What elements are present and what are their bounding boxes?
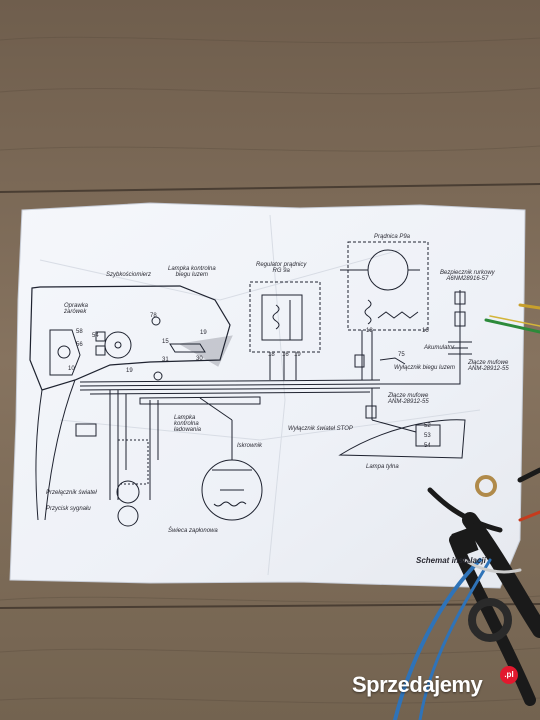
watermark-badge: .pl — [500, 666, 518, 684]
label-szybkosciomierz: Szybkościomierz — [106, 272, 152, 278]
terminal-58: 58 — [76, 329, 83, 335]
wiring-diagram — [29, 241, 472, 527]
label-swieca: Świeca zapłonowa — [168, 528, 218, 534]
label-wylacznik-biegu: Wyłącznik biegu luzem — [394, 365, 456, 371]
terminal-75: 75 — [398, 352, 405, 358]
terminal-19c: 19 — [294, 352, 301, 358]
terminal-16: 16 — [282, 352, 289, 358]
board-seam — [0, 183, 540, 193]
terminal-18a: 18 — [268, 352, 275, 358]
label-wylacznik-stop: Wyłącznik świateł STOP — [288, 426, 353, 432]
paper-sheet — [9, 202, 526, 589]
label-regulator: Regulator prądnicy RG 9a — [256, 262, 307, 274]
label-zlacze-2: Złącze mufowe ANM-28912-55 — [388, 393, 429, 405]
board-seam — [0, 603, 540, 609]
terminal-52: 52 — [424, 423, 431, 429]
paper-creases — [39, 214, 481, 576]
terminal-78: 78 — [150, 313, 157, 319]
label-oprawka: Oprawka żarówek — [64, 303, 89, 315]
label-schemat: Schemat instalacji — [416, 556, 486, 565]
label-przelacznik: Przełącznik świateł — [46, 490, 97, 496]
terminal-10: 10 — [68, 366, 75, 372]
watermark-logo: Sprzedajemy — [352, 672, 483, 697]
terminal-56: 56 — [76, 342, 83, 348]
terminal-31: 31 — [162, 357, 169, 363]
terminal-19b: 19 — [200, 330, 207, 336]
terminal-18b: 18 — [366, 328, 373, 334]
label-pradnica: Prądnica P9a — [374, 234, 411, 240]
label-przycisk: Przycisk sygnału — [46, 506, 91, 512]
terminal-53: 53 — [424, 433, 431, 439]
label-lampka-biegu: Lampka kontrolna biegu luzem — [168, 266, 216, 278]
terminal-54: 54 — [92, 333, 99, 339]
terminal-15: 15 — [162, 339, 169, 345]
terminal-16b: 16 — [422, 328, 429, 334]
label-lampka-ladowania: Lampka kontrolna ładowania — [174, 415, 202, 433]
wire-harness — [393, 303, 540, 720]
terminal-19a: 19 — [126, 368, 133, 374]
label-iskrownik: Iskrownik — [237, 443, 263, 449]
label-zlacze-1: Złącze mufowe ANM-28912-55 — [468, 360, 509, 372]
terminal-30: 30 — [196, 356, 203, 362]
wood-grain — [0, 36, 540, 704]
terminal-54b: 54 — [424, 443, 431, 449]
label-bezpiecznik: Bezpiecznik rurkowy A6NM28916-57 — [440, 270, 495, 282]
label-lampa-tylna: Lampa tylna — [366, 464, 399, 470]
label-akumulator: Akumulator — [424, 345, 455, 351]
